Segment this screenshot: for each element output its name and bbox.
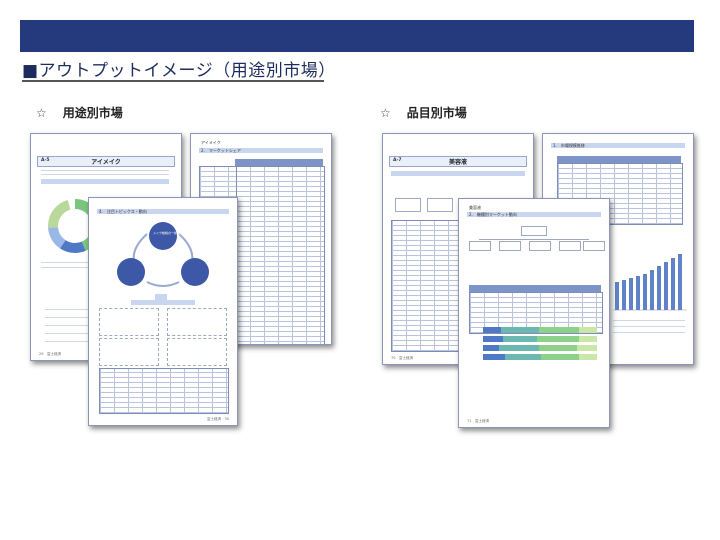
page-tag: アイメイク (201, 140, 221, 145)
section-heading-usage-label: 用途別市場 (62, 106, 123, 120)
star-icon: ☆ (36, 106, 47, 120)
flow-box (99, 308, 159, 336)
cycle-diagram (117, 222, 209, 287)
page-header-box: A-5 アイメイク (37, 156, 175, 167)
page-section: 1. 市場規模推移 (553, 143, 585, 148)
bar-chart (613, 254, 687, 311)
cycle-center-label: メイク動線の一新化 (153, 231, 180, 235)
model-table (469, 292, 603, 334)
tree-node (469, 241, 491, 251)
page-title: 美容液 (448, 159, 467, 166)
tree-node (499, 241, 521, 251)
page-header-box: A-7 美容液 (389, 156, 527, 167)
page-code: A-7 (393, 158, 402, 163)
cycle-node-center (149, 222, 177, 250)
slide-title: ■アウトプットイメージ（用途別市場） (22, 61, 336, 81)
arrow-down-icon (155, 294, 167, 300)
tree-node (559, 241, 581, 251)
tree-root (521, 226, 547, 236)
section-heading-item: ☆ 品目別市場 (380, 104, 467, 121)
header-banner (20, 20, 694, 52)
trend-table (99, 368, 229, 414)
flow-box (167, 308, 227, 336)
page-section: 4. 注目トピックス・動向 (99, 209, 147, 214)
section-band (467, 212, 601, 217)
page-title: アイメイク (91, 159, 121, 166)
section-band (391, 171, 525, 176)
page-section: 2. マーケットシェア (201, 148, 241, 153)
section-heading-item-label: 品目別市場 (406, 106, 467, 120)
section-band (41, 179, 169, 184)
section-heading-usage: ☆ 用途別市場 (36, 104, 123, 121)
flow-box (167, 338, 227, 366)
cycle-node-right (181, 258, 209, 286)
tree-node (529, 241, 551, 251)
section-band (199, 148, 323, 153)
page-code: A-5 (41, 158, 50, 163)
cycle-node-left (117, 258, 145, 286)
tree-node (583, 241, 605, 251)
page-title: 美容液 (469, 205, 481, 210)
section-band (97, 209, 229, 214)
title-underline (22, 80, 324, 82)
page-section: 2. 機種別マーケット動向 (469, 212, 517, 217)
flow-box (395, 198, 421, 212)
page-footer: 富士経済 30 (207, 417, 229, 421)
item-page-3: 美容液 2. 機種別マーケット動向 71 富士経済 (458, 198, 610, 428)
section-band (551, 143, 685, 148)
table-header (235, 159, 323, 166)
page-footer: 29 富士経済 (39, 352, 61, 356)
table-header (469, 285, 601, 292)
share-table (235, 166, 325, 344)
page-footer: 70 富士経済 (391, 356, 413, 360)
usage-page-3: 4. 注目トピックス・動向 メイク動線の一新化 富士経済 30 (88, 197, 238, 426)
page-footer: 71 富士経済 (467, 419, 489, 423)
flow-box (427, 198, 453, 212)
flow-box (99, 338, 159, 366)
stacked-bar-chart (483, 327, 597, 369)
flow-band (131, 300, 195, 305)
star-icon: ☆ (380, 106, 391, 120)
table-header (557, 156, 681, 163)
